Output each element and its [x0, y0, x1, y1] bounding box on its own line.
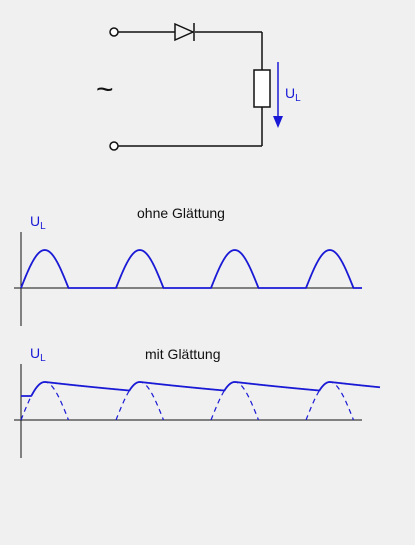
circuit: [109, 22, 271, 151]
terminal-top: [109, 27, 119, 37]
plot-top-y-label: UL: [30, 213, 46, 232]
plot-top-title: ohne Glättung: [137, 205, 225, 221]
load-voltage-label: UL: [285, 85, 301, 104]
plot-bottom-y-label: UL: [30, 345, 46, 364]
ac-source-symbol: ~: [96, 73, 114, 106]
voltage-arrow-icon: [273, 62, 283, 128]
plot-top-waveform: [20, 249, 362, 289]
plot-bottom-smoothed-waveform: [21, 381, 381, 397]
plot-bottom-axes: [14, 364, 362, 458]
plot-bottom-title: mit Glättung: [145, 346, 220, 362]
diode-icon: [174, 22, 195, 42]
terminal-bottom: [109, 141, 119, 151]
load-resistor: [253, 69, 271, 108]
